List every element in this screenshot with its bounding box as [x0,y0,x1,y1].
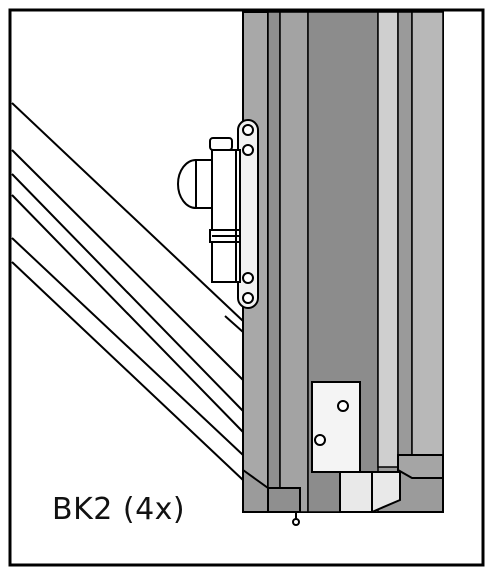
hinge-screw-upper [242,144,254,156]
profile-bottom-end [242,454,444,526]
hinge-screw-top [242,124,254,136]
diagonal-rail [11,102,244,481]
part-label: BK2 (4x) [52,492,186,527]
hinge-screw-bottom [242,292,254,304]
hinge-screw-lower [242,272,254,284]
bracket-hole-bottom [314,434,326,446]
rail-end [224,315,244,333]
bracket-hole-top [337,400,349,412]
hinge [177,119,259,309]
bk2-bracket [311,381,401,513]
